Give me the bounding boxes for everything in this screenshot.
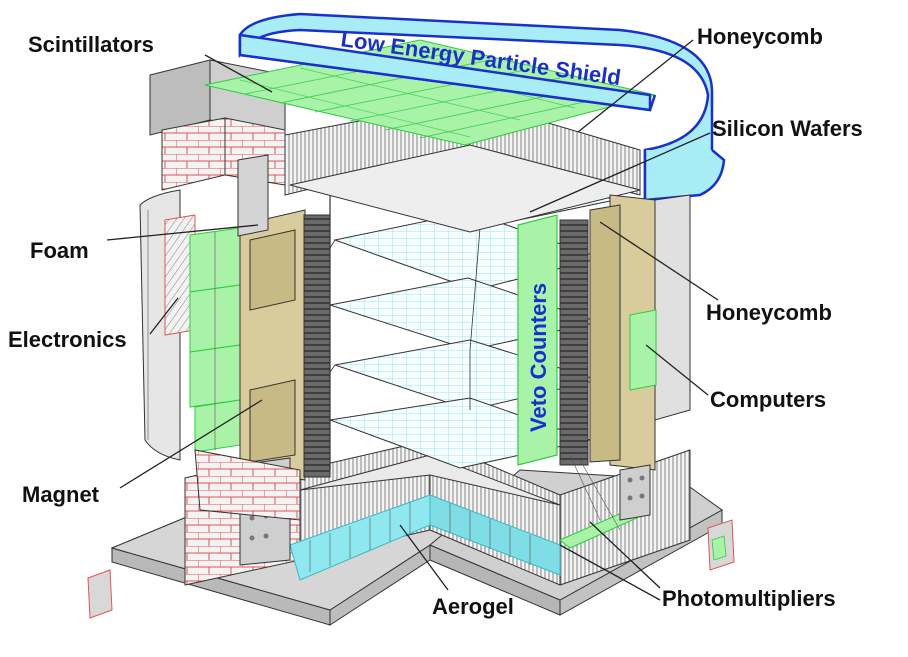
magnet-structure: [239, 209, 331, 481]
computer-panel: [629, 309, 657, 391]
label-computers: Computers: [710, 387, 826, 412]
leader-lines: [106, 39, 719, 601]
upper-structure: [204, 12, 726, 233]
label-honeycomb-mid: Honeycomb: [706, 300, 832, 325]
veto-counter-bar: [517, 214, 558, 466]
label-scintillators: Scintillators: [28, 32, 154, 57]
label-aerogel: Aerogel: [432, 594, 514, 619]
left-column: [139, 59, 331, 566]
low-energy-particle-shield: [238, 12, 726, 202]
label-electronics: Electronics: [8, 327, 127, 352]
electronics-panels: [189, 227, 241, 453]
right-column: [517, 194, 691, 531]
label-foam: Foam: [30, 238, 89, 263]
label-silicon-wafers: Silicon Wafers: [712, 116, 863, 141]
label-honeycomb-top: Honeycomb: [697, 24, 823, 49]
label-veto-counters: Veto Counters: [526, 283, 551, 432]
label-photomultipliers: Photomultipliers: [662, 586, 836, 611]
label-magnet: Magnet: [22, 482, 100, 507]
